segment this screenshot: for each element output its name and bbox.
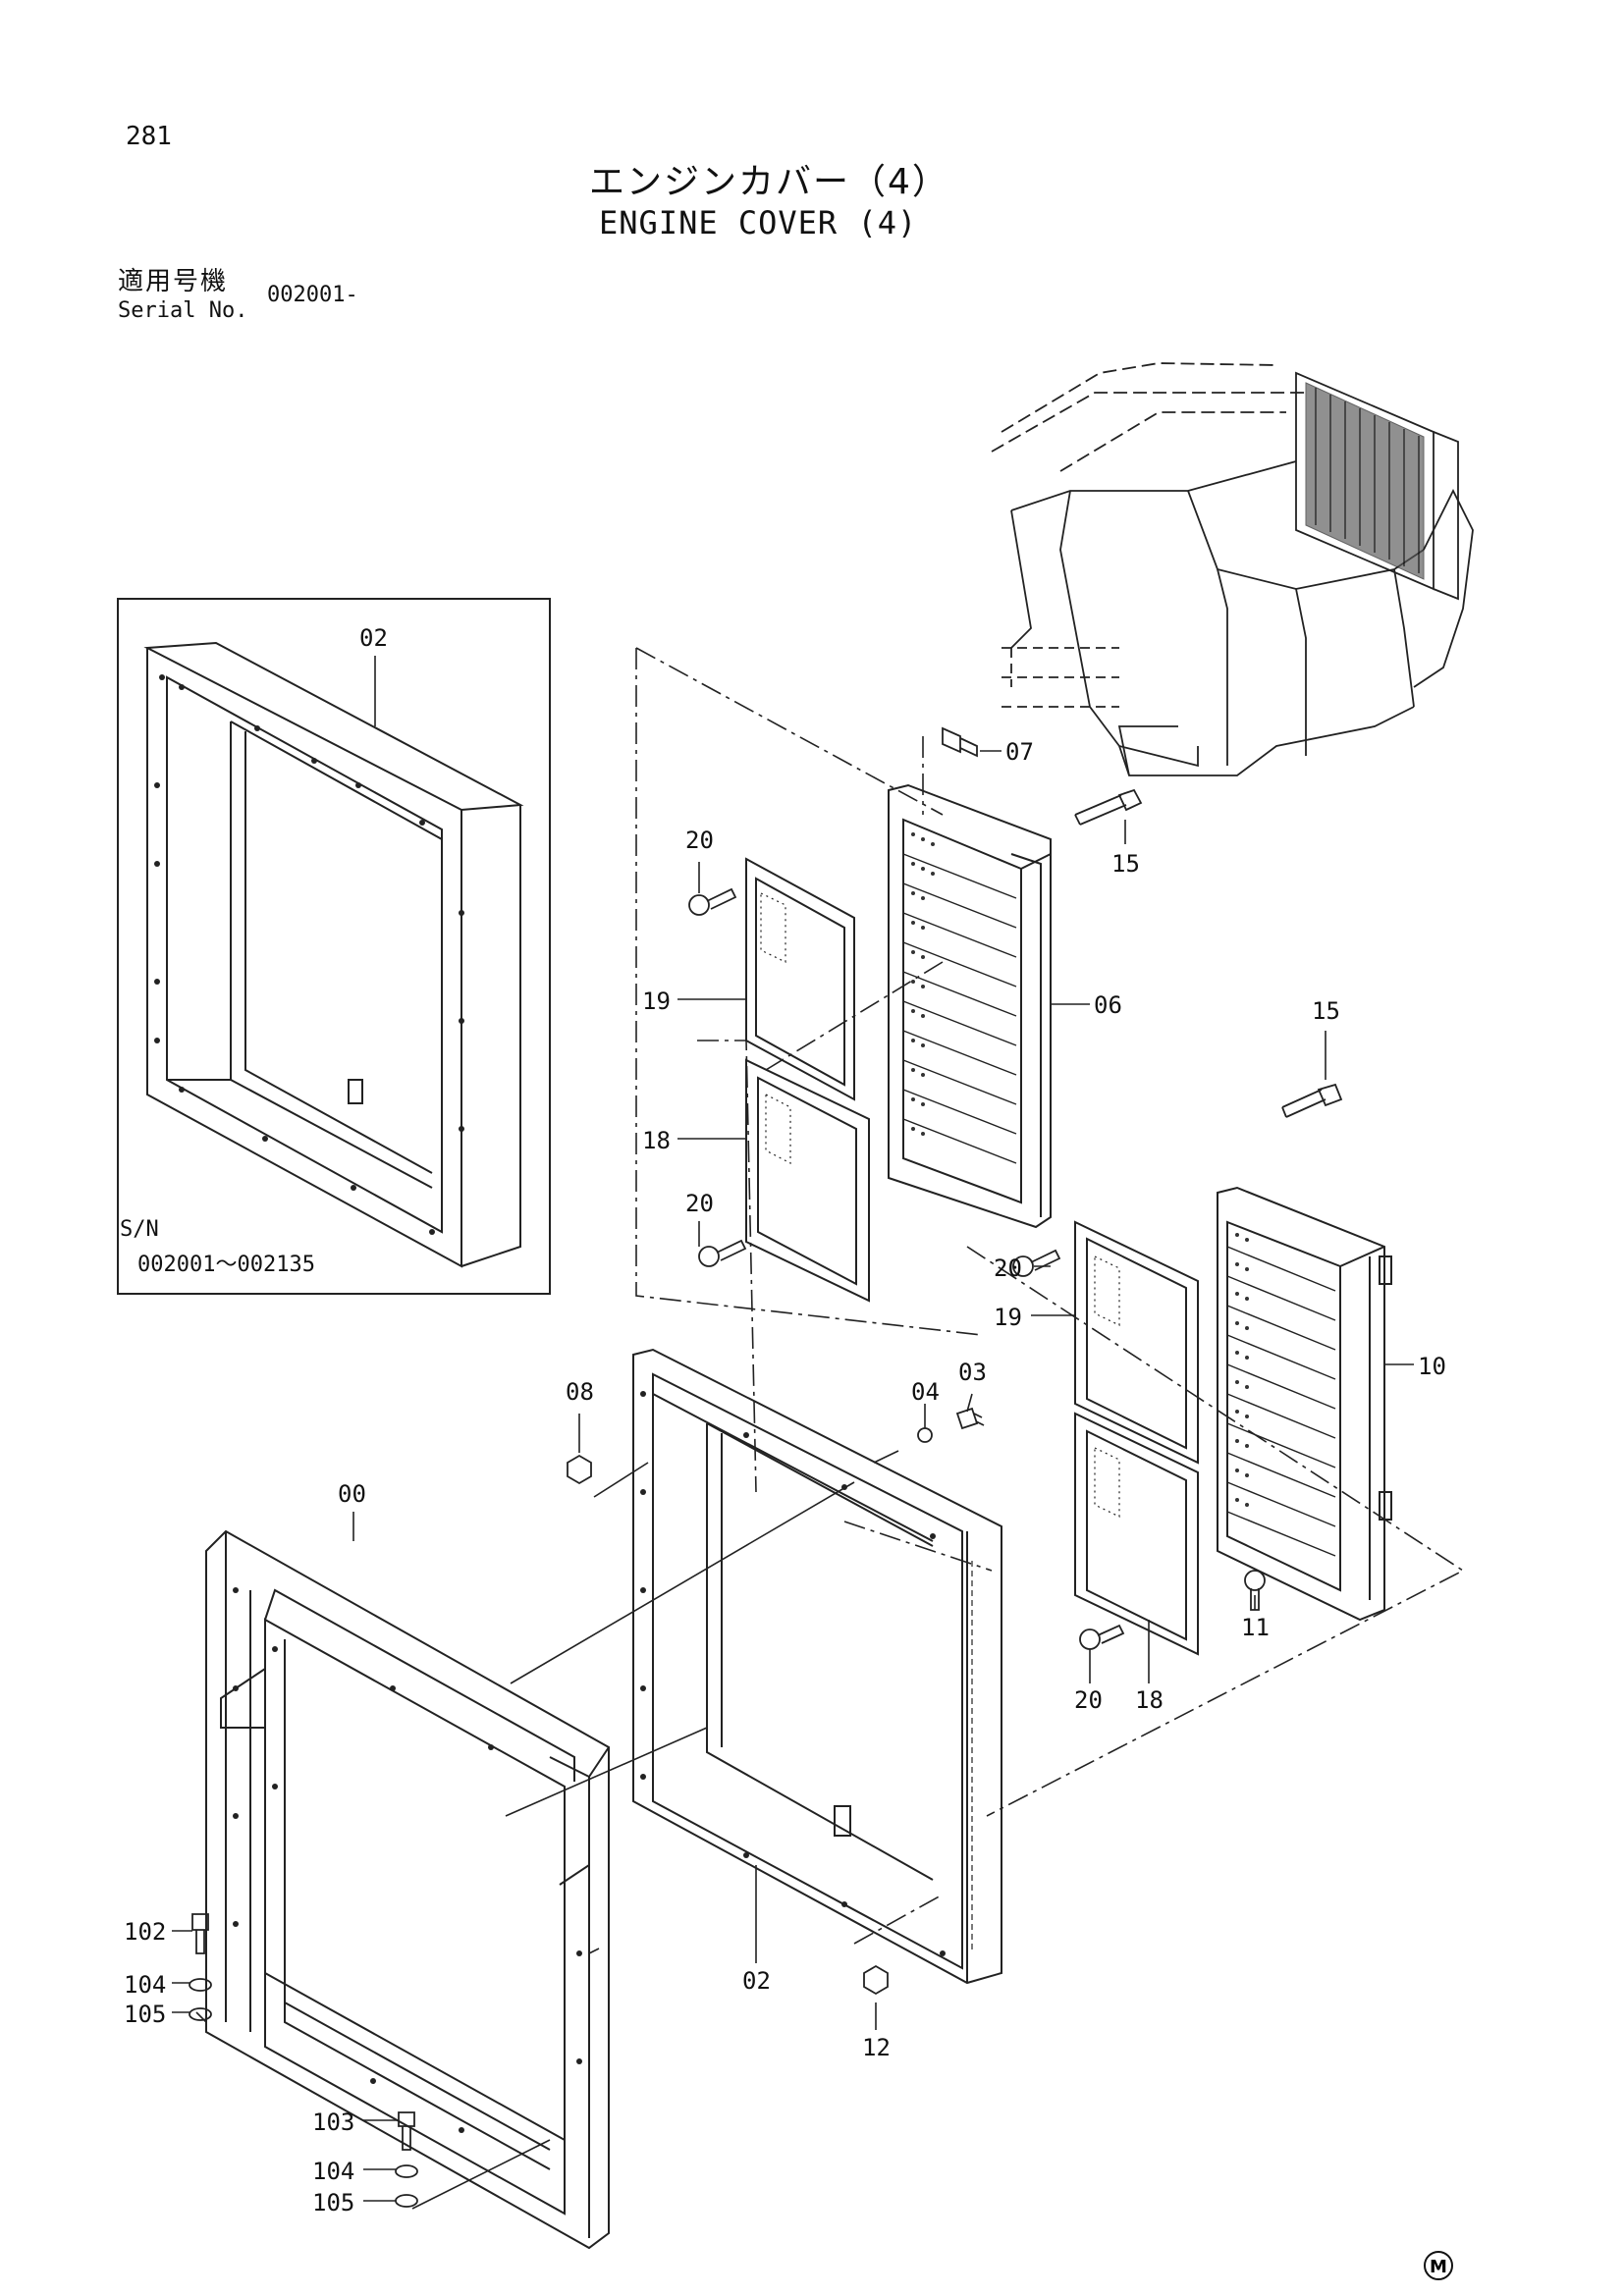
- callout-10: 10: [1418, 1353, 1446, 1380]
- callout-04: 04: [911, 1378, 940, 1406]
- callout-104-upper: 104: [124, 1971, 167, 1999]
- page-title-english: ENGINE COVER (4): [599, 204, 918, 241]
- washer-04: [917, 1427, 933, 1443]
- callout-18-upper: 18: [642, 1127, 671, 1154]
- machine-engine-cover-outline: [991, 362, 1474, 776]
- callout-19-lower: 19: [994, 1304, 1022, 1331]
- washer-105-upper: [189, 2007, 212, 2021]
- louver-10: [1217, 1186, 1392, 1622]
- bolt-103: [398, 2111, 415, 2151]
- radiator-frame-00: [205, 1529, 610, 2250]
- callout-02-main: 02: [742, 1967, 771, 1995]
- callout-102: 102: [124, 1918, 167, 1946]
- washer-105-lower: [395, 2194, 418, 2208]
- callout-20-upper: 20: [685, 827, 714, 854]
- washer-104-lower: [395, 2164, 418, 2178]
- callout-00: 00: [338, 1480, 366, 1508]
- bolt-102: [191, 1913, 209, 1954]
- mesh-screen-19-upper: [745, 857, 855, 1101]
- callout-20-bottom: 20: [1074, 1686, 1103, 1714]
- callout-20-mid: 20: [685, 1190, 714, 1217]
- callout-15-upper: 15: [1111, 850, 1140, 878]
- bolt-20-bottom: [1079, 1624, 1125, 1650]
- serial-number-value: 002001-: [267, 283, 358, 307]
- mesh-screen-18-upper: [745, 1058, 870, 1303]
- callout-19-upper: 19: [642, 988, 671, 1015]
- bolt-03: [955, 1407, 985, 1430]
- louver-06: [888, 783, 1052, 1229]
- inset-serial-range: 002001～002135: [137, 1253, 315, 1277]
- inset-box: [117, 598, 551, 1295]
- callout-11: 11: [1241, 1614, 1270, 1641]
- nut-08: [567, 1454, 592, 1485]
- bolt-20-mid: [698, 1239, 747, 1267]
- callout-08: 08: [566, 1378, 594, 1406]
- callout-18-lower: 18: [1135, 1686, 1164, 1714]
- callout-15-lower: 15: [1312, 997, 1340, 1025]
- serial-label-japanese: 適用号機: [118, 267, 229, 296]
- bolt-15-upper: [1074, 788, 1143, 826]
- inset-serial-label: S/N: [120, 1217, 159, 1242]
- callout-20-lower-right: 20: [994, 1255, 1022, 1282]
- callout-02-inset: 02: [359, 624, 388, 652]
- mesh-screen-18-lower: [1074, 1412, 1199, 1656]
- callout-105-lower: 105: [312, 2189, 355, 2216]
- callout-06: 06: [1094, 991, 1122, 1019]
- m-mark-symbol: M: [1424, 2251, 1453, 2280]
- serial-label-english: Serial No.: [118, 298, 248, 323]
- mesh-screen-19-lower: [1074, 1220, 1199, 1465]
- callout-105-upper: 105: [124, 2001, 167, 2028]
- callout-03: 03: [958, 1359, 987, 1386]
- main-frame-02: [632, 1348, 1002, 1985]
- bolt-07: [942, 726, 978, 758]
- page-title-japanese: エンジンカバー（4）: [589, 162, 949, 202]
- callout-103: 103: [312, 2109, 355, 2136]
- washer-104-upper: [189, 1978, 212, 1992]
- page-number: 281: [126, 122, 172, 151]
- callout-07: 07: [1005, 738, 1034, 766]
- bolt-20-upper: [688, 887, 737, 916]
- bolt-20-lower-right: [1012, 1249, 1061, 1277]
- nut-12: [863, 1964, 889, 1996]
- inset-frame-02: [143, 641, 524, 1268]
- bolt-15-lower: [1281, 1083, 1343, 1118]
- callout-104-lower: 104: [312, 2158, 355, 2185]
- callout-12: 12: [862, 2034, 891, 2061]
